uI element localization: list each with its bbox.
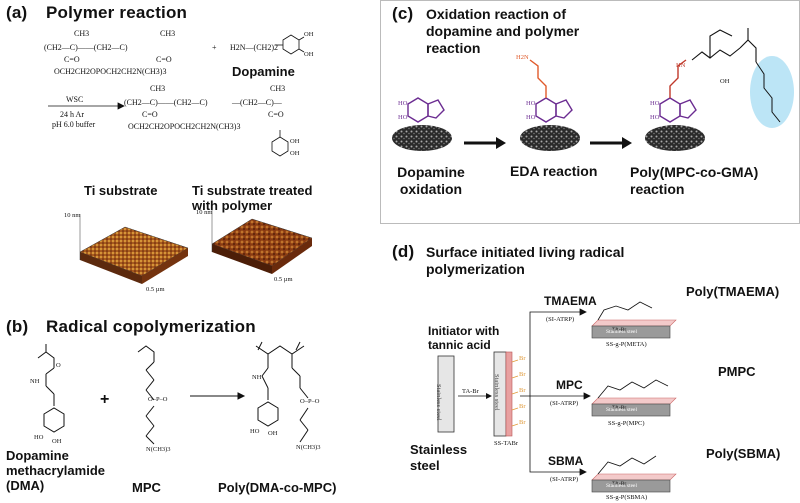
step2-label: EDA reaction	[510, 163, 598, 179]
afm-x-label-2: 0.5 µm	[274, 276, 293, 283]
panel-a-title: Polymer reaction	[46, 3, 188, 22]
initiator-label: Initiator with tannic acid	[428, 324, 500, 352]
panel-a-drawing	[48, 34, 305, 157]
sample-row-2: SS-g-P(MPC)	[608, 420, 645, 427]
br-label-2: Br	[519, 371, 526, 378]
ti-treated-label: Ti substrate treated with polymer	[192, 183, 313, 213]
mpc-label: MPC	[132, 480, 161, 495]
monomer-mpc: MPC	[556, 378, 583, 392]
sample-row-1: SS-g-P(META)	[606, 341, 647, 348]
formula-amine: H2N—(CH2)2	[230, 43, 278, 52]
wsc-label: WSC	[66, 95, 84, 104]
panel-c-title: Oxidation reaction of dopamine and polym…	[426, 6, 580, 56]
afm-z-label-1: 10 nm	[64, 212, 81, 219]
condition-2: pH 6.0 buffer	[52, 120, 96, 129]
method-row-2: (SI-ATRP)	[550, 400, 579, 407]
stainless-vertical-label: Stainless steel	[435, 384, 442, 421]
product-backbone-2: —(CH2—C)—	[232, 98, 282, 107]
panel-c-frame	[380, 0, 800, 224]
monomer-tmaema: TMAEMA	[544, 294, 597, 308]
panel-d: (d) Surface initiated living radical pol…	[380, 228, 800, 503]
product-ch3-2: CH3	[270, 84, 286, 93]
panel-a: (a) Polymer reaction CH3 CH3 (CH2—C)——(C…	[0, 0, 380, 310]
panel-d-label: (d)	[392, 242, 415, 261]
ss-tabr-vertical-label: Stainless steel	[493, 374, 500, 411]
substrate-bottom-1: Stainless steel	[606, 329, 638, 335]
zwitterion-halo	[750, 56, 794, 128]
step1-label: Dopamine oxidation	[397, 164, 465, 197]
monomer-sbma: SBMA	[548, 454, 584, 468]
formula-co-2: C=O	[156, 55, 172, 64]
condition-1: 24 h Ar	[60, 110, 84, 119]
polymer-row-1: Poly(TMAEMA)	[686, 284, 780, 299]
product-sidechain: OCH2CH2OPOCH2CH2N(CH3)3	[128, 122, 241, 131]
dopamine-label: Dopamine	[232, 64, 295, 79]
product-co-2: C=O	[268, 110, 284, 119]
reaction-arrows	[464, 137, 632, 149]
formula-backbone: (CH2—C)——(CH2—C)	[44, 43, 128, 52]
formula-sidechain: OCH2CH2OPOCH2CH2N(CH3)3	[54, 67, 167, 76]
polymer-row-3: Poly(SBMA)	[706, 446, 781, 461]
sample-row-3: SS-g-P(SBMA)	[606, 494, 648, 501]
formula-plus: +	[212, 43, 217, 52]
formula-ch3-1: CH3	[74, 29, 90, 38]
particle-2	[520, 125, 580, 151]
substrate-top-1: TA-Br	[612, 327, 627, 333]
substrate-bottom-2: Stainless steel	[606, 407, 638, 413]
panel-c: (c) Oxidation reaction of dopamine and p…	[380, 0, 800, 225]
polymer-row-2: PMPC	[718, 364, 756, 379]
stainless-block	[437, 355, 455, 433]
panel-b: (b) Radical copolymerization	[0, 310, 380, 503]
panel-d-title: Surface initiated living radical polymer…	[426, 244, 625, 277]
substrate-top-2: TA-Br	[612, 405, 627, 411]
substrate-row-3	[591, 455, 677, 493]
br-label-4: Br	[519, 403, 526, 410]
formula-ch3-2: CH3	[160, 29, 176, 38]
step3-label: Poly(MPC-co-GMA) reaction	[630, 164, 759, 197]
panel-b-label: (b)	[6, 317, 29, 336]
panel-c-label: (c)	[392, 4, 414, 23]
afm-treated-ti	[211, 210, 313, 274]
particle-1	[392, 125, 452, 151]
panel-a-label: (a)	[6, 3, 28, 22]
plus-sign: +	[100, 391, 110, 408]
product-ch3-1: CH3	[150, 84, 166, 93]
substrate-row-2	[591, 379, 677, 417]
substrate-row-1	[591, 301, 677, 339]
substrate-top-3: TA-Br	[612, 481, 627, 487]
formula-co-1: C=O	[64, 55, 80, 64]
panel-b-title: Radical copolymerization	[46, 317, 256, 336]
dma-label: Dopamine methacrylamide (DMA)	[6, 448, 105, 493]
afm-z-label-2: 10 nm	[196, 209, 213, 216]
stainless-label: Stainless steel	[410, 442, 468, 473]
product-backbone: (CH2—C)——(CH2—C)	[124, 98, 208, 107]
br-label-1: Br	[519, 355, 526, 362]
afm-bare-ti	[79, 214, 189, 284]
substrate-bottom-3: Stainless steel	[606, 483, 638, 489]
product-label: Poly(DMA-co-MPC)	[218, 480, 337, 495]
panel-d-drawing	[437, 301, 677, 493]
method-row-3: (SI-ATRP)	[550, 476, 579, 483]
afm-x-label-1: 0.5 µm	[146, 286, 165, 293]
afm-images	[79, 210, 313, 284]
ti-substrate-label: Ti substrate	[84, 183, 158, 198]
particle-3	[645, 125, 705, 151]
panel-b-structures	[37, 341, 309, 445]
br-label-5: Br	[519, 419, 526, 426]
panel-c-drawing	[392, 28, 794, 151]
ta-br-label: TA-Br	[462, 388, 479, 395]
br-label-3: Br	[519, 387, 526, 394]
method-row-1: (SI-ATRP)	[546, 316, 575, 323]
ss-tabr-label: SS-TABr	[494, 440, 519, 447]
product-co: C=O	[142, 110, 158, 119]
